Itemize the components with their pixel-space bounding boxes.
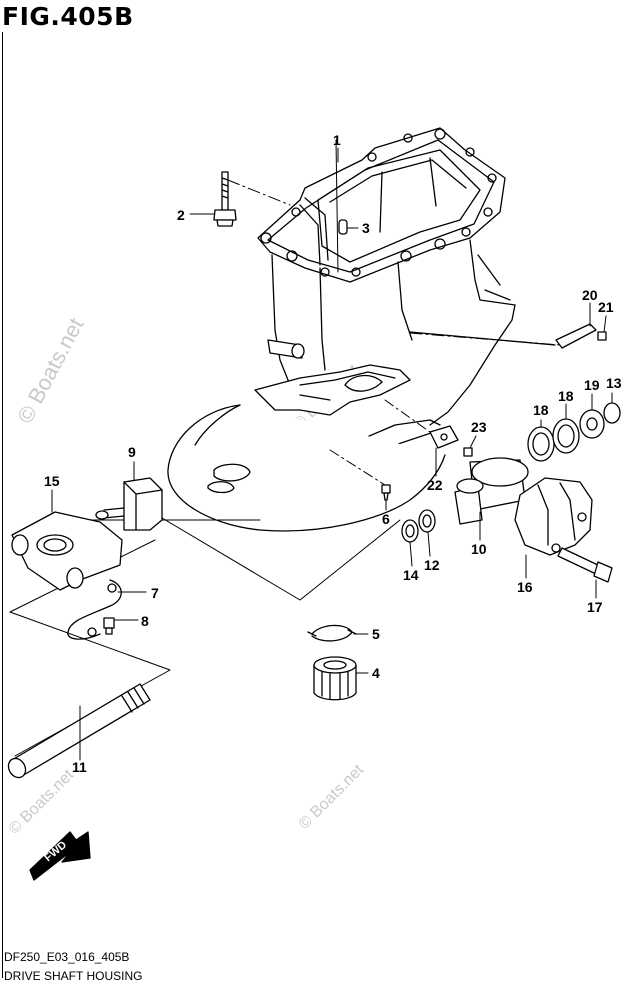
callout-7: 7 bbox=[151, 585, 159, 601]
bolt-17 bbox=[557, 547, 613, 583]
callout-12: 12 bbox=[424, 557, 440, 573]
callout-10: 10 bbox=[471, 541, 487, 557]
figure-name: DRIVE SHAFT HOUSING bbox=[4, 969, 143, 983]
rear-mount-16 bbox=[514, 477, 593, 556]
plate-22 bbox=[429, 425, 459, 449]
callout-20: 20 bbox=[582, 287, 598, 303]
callout-6: 6 bbox=[382, 511, 390, 527]
washer-19 bbox=[579, 409, 605, 439]
screw-8 bbox=[103, 617, 115, 635]
mount-boss-10 bbox=[454, 457, 529, 525]
callout-leaders bbox=[51, 147, 613, 761]
callout-16: 16 bbox=[517, 579, 533, 595]
callout-19: 19 bbox=[584, 377, 600, 393]
callout-1: 1 bbox=[333, 132, 341, 148]
callout-4: 4 bbox=[372, 665, 380, 681]
callout-18b: 18 bbox=[558, 388, 574, 404]
screw-23 bbox=[463, 447, 473, 457]
callout-22: 22 bbox=[427, 477, 443, 493]
callout-13: 13 bbox=[606, 375, 622, 391]
washer-18-right bbox=[552, 418, 580, 454]
clamp-bracket-15 bbox=[11, 510, 123, 591]
callout-23: 23 bbox=[471, 419, 487, 435]
washer-12 bbox=[418, 509, 436, 533]
callout-21: 21 bbox=[598, 299, 614, 315]
callout-14: 14 bbox=[403, 567, 419, 583]
watermark-bottom-center: © Boats.net bbox=[296, 761, 368, 833]
screw-21 bbox=[597, 331, 607, 341]
callout-3: 3 bbox=[362, 220, 370, 236]
figure-code: DF250_E03_016_405B bbox=[4, 950, 130, 964]
figure-title: FIG.405B bbox=[2, 2, 134, 31]
callout-9: 9 bbox=[128, 444, 136, 460]
drive-shaft-housing bbox=[167, 127, 556, 532]
sleeve-nut-4 bbox=[313, 656, 357, 701]
callout-11: 11 bbox=[72, 759, 87, 775]
cap-13 bbox=[603, 402, 621, 424]
callout-8: 8 bbox=[141, 613, 149, 629]
callout-2: 2 bbox=[177, 207, 185, 223]
callout-5: 5 bbox=[372, 626, 380, 642]
dowel-pin-3 bbox=[338, 219, 348, 235]
long-stud-11 bbox=[7, 683, 151, 779]
washer-14 bbox=[401, 519, 419, 543]
washer-18-left bbox=[527, 426, 555, 462]
callout-17: 17 bbox=[587, 599, 603, 615]
forward-direction-arrow: FWD bbox=[29, 831, 91, 881]
clip-ring-5 bbox=[307, 624, 357, 642]
watermark-main: © Boats.net bbox=[12, 314, 88, 428]
ground-wire-7 bbox=[67, 579, 122, 640]
left-border-rule bbox=[2, 32, 3, 978]
anode-block-9 bbox=[103, 477, 163, 531]
screw-6 bbox=[381, 484, 391, 501]
callout-18a: 18 bbox=[533, 402, 549, 418]
clip-20 bbox=[555, 323, 597, 349]
bolt-2 bbox=[213, 171, 237, 227]
callout-15: 15 bbox=[44, 473, 60, 489]
